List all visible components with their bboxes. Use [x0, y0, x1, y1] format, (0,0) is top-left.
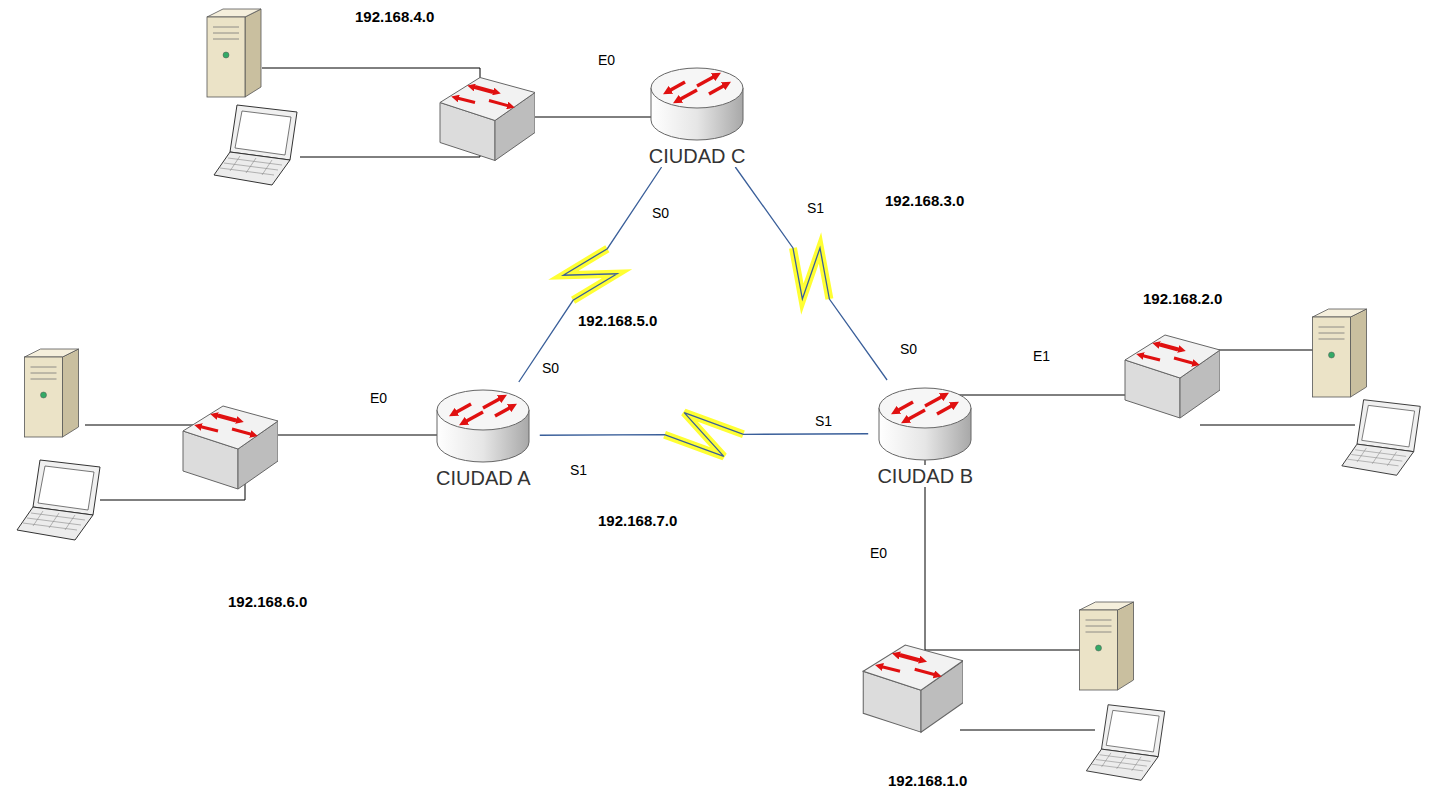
router-symbol [651, 68, 743, 140]
interface-name: E0 [870, 545, 887, 562]
router-symbol [879, 388, 971, 460]
lan-wire [1200, 425, 1355, 426]
router-node: CIUDAD C [640, 60, 755, 167]
server-icon [25, 349, 79, 437]
router-name: CIUDAD C [646, 145, 749, 167]
interface-name: S0 [652, 205, 669, 222]
router-node: CIUDAD B [868, 380, 982, 487]
switch-icon [183, 406, 278, 489]
router-icon [433, 382, 533, 467]
laptop-icon [1086, 705, 1164, 781]
interface-name: E1 [1033, 348, 1050, 365]
interface-name: S0 [900, 341, 917, 358]
laptop-icon [1342, 400, 1420, 476]
router-name: CIUDAD B [874, 465, 976, 487]
network-address: 192.168.4.0 [355, 8, 434, 25]
lan-wires [85, 68, 1355, 730]
server-icon [1313, 309, 1367, 397]
router-icon [875, 380, 975, 465]
interface-name: E0 [598, 52, 615, 69]
interface-name: S1 [570, 462, 587, 479]
router-icon [647, 60, 747, 145]
link-line [735, 167, 887, 380]
router-node: CIUDAD A [427, 382, 540, 489]
network-address: 192.168.7.0 [598, 512, 677, 529]
interface-name: E0 [370, 390, 387, 407]
network-address: 192.168.6.0 [228, 593, 307, 610]
link-line [540, 413, 868, 457]
lan-wire [300, 150, 480, 157]
switch-icon [863, 645, 963, 732]
network-address: 192.168.1.0 [888, 772, 967, 789]
lan-wire [925, 650, 1080, 651]
interface-name: S1 [807, 200, 824, 217]
lan-wire [262, 68, 480, 90]
switch-icon [1125, 335, 1220, 418]
switch-icon [440, 78, 535, 161]
network-address: 192.168.3.0 [885, 192, 964, 209]
serial-link [519, 167, 662, 382]
network-address: 192.168.5.0 [578, 312, 657, 329]
laptop-icon [214, 105, 297, 185]
router-name: CIUDAD A [433, 467, 533, 489]
router-symbol [437, 390, 529, 462]
server-icon [207, 9, 261, 97]
network-address: 192.168.2.0 [1143, 290, 1222, 307]
lan-wire [960, 730, 1095, 731]
interface-name: S1 [815, 413, 832, 430]
interface-name: S0 [542, 360, 559, 377]
laptop-icon [17, 460, 100, 540]
serial-link [735, 167, 887, 380]
link-line [519, 167, 662, 382]
server-icon [1080, 602, 1134, 690]
serial-link [540, 413, 868, 457]
